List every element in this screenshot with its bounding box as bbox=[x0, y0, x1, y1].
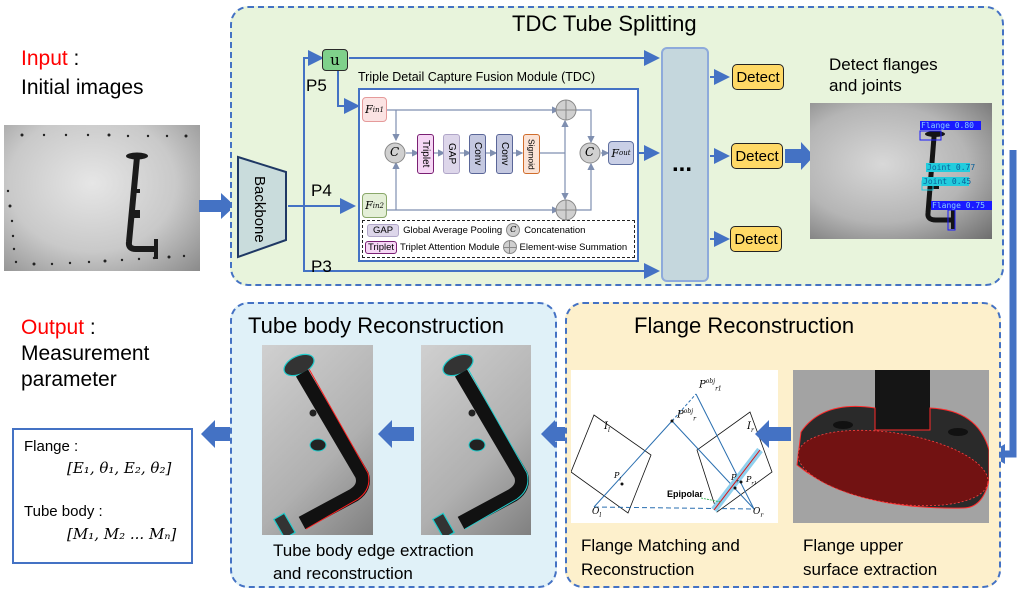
input-subtitle: Initial images bbox=[21, 76, 144, 99]
tube-edge-graphic bbox=[431, 353, 529, 535]
legend-triplet-desc: Triplet Attention Module bbox=[400, 241, 500, 253]
detect-head-1: Detect bbox=[732, 64, 784, 90]
result-box: Flange : [E₁, θ₁, E₂, θ₂] Tube body : [M… bbox=[12, 428, 193, 564]
flange-surface-image bbox=[793, 370, 989, 523]
label-pr: Pr bbox=[731, 473, 739, 485]
conv-block-2: Conv bbox=[496, 134, 513, 174]
tube-reconstruction-image bbox=[262, 345, 373, 535]
arrow-surface-to-matching bbox=[755, 420, 791, 448]
backbone-label: Backbone bbox=[251, 176, 268, 243]
output-line-2: Measurement bbox=[21, 342, 150, 365]
arrow-tube-to-output bbox=[201, 420, 237, 448]
label-or: Or bbox=[753, 507, 764, 519]
detect-head-3: Detect bbox=[730, 226, 782, 252]
gap-block: GAP bbox=[443, 134, 460, 174]
output-label: Output bbox=[21, 316, 85, 339]
neck-ellipsis: ... bbox=[672, 150, 693, 177]
result-flange-value: [E₁, θ₁, E₂, θ₂] bbox=[67, 459, 172, 477]
epipolar-geometry-graphic bbox=[570, 393, 773, 514]
upsample-label: u bbox=[330, 51, 340, 69]
label-pr1: Pr1 bbox=[746, 475, 757, 487]
output-colon: : bbox=[84, 316, 96, 339]
legend-sum-icon bbox=[502, 240, 517, 254]
tdc-legend: GAP Global Average Pooling C Concatenati… bbox=[362, 220, 635, 258]
legend-concat-key: C bbox=[506, 223, 521, 237]
detection-result-graphic bbox=[919, 121, 992, 231]
concat-circle-left bbox=[384, 142, 406, 164]
label-il: Il bbox=[604, 421, 610, 434]
flange-surface-graphic bbox=[796, 370, 989, 509]
triplet-block: Triplet bbox=[417, 134, 434, 174]
upsample-block: u bbox=[322, 49, 348, 71]
legend-sum-desc: Element-wise Summation bbox=[519, 241, 628, 253]
label-pobj1: Pobjr1 bbox=[699, 378, 722, 393]
backbone-block bbox=[237, 155, 287, 259]
concat-label-left: C bbox=[390, 145, 400, 159]
input-image bbox=[4, 125, 200, 271]
result-tube-value: [M₁, M₂ ... Mₙ] bbox=[67, 525, 177, 543]
surface-caption-1: Flange upper bbox=[803, 536, 904, 555]
tube-panel-title: Tube body Reconstruction bbox=[248, 313, 504, 338]
p4-label: P4 bbox=[311, 181, 332, 200]
matching-caption-1: Flange Matching and bbox=[581, 536, 740, 555]
tdc-module-title: Triple Detail Capture Fusion Module (TDC… bbox=[358, 70, 596, 84]
tdc-module-box bbox=[358, 88, 639, 262]
input-colon: : bbox=[67, 47, 80, 70]
tube-caption-1: Tube body edge extraction bbox=[273, 541, 474, 560]
legend-concat-desc: Concatenation bbox=[524, 224, 586, 236]
output-line-3: parameter bbox=[21, 368, 117, 391]
label-pobj: Pobjr bbox=[677, 408, 696, 423]
tube-reconstruction-graphic bbox=[272, 353, 370, 535]
concat-label-right: C bbox=[585, 145, 595, 159]
arrow-tube-step bbox=[378, 420, 414, 448]
detection-flange-2: Flange 0.75 bbox=[932, 201, 985, 210]
legend-gap-key: GAP bbox=[367, 223, 400, 237]
tube-caption-2: and reconstruction bbox=[273, 564, 413, 583]
result-flange-label: Flange : bbox=[24, 438, 79, 455]
element-wise-sum-bottom bbox=[555, 199, 577, 221]
input-heading: Input : bbox=[21, 47, 79, 71]
detection-result-image: Flange 0.80 Joint 0.77 Joint 0.45 Flange… bbox=[810, 103, 992, 239]
label-ir: Ir bbox=[747, 421, 754, 434]
label-epipolar: Epipolar bbox=[667, 489, 704, 499]
flange-panel-title: Flange Reconstruction bbox=[634, 313, 855, 338]
conv-block-1: Conv bbox=[469, 134, 486, 174]
output-heading: Output : bbox=[21, 316, 96, 340]
input-image-graphic bbox=[6, 133, 188, 266]
label-pl: Pl bbox=[614, 471, 621, 483]
detection-joint-2: Joint 0.45 bbox=[923, 177, 972, 186]
tdc-connection-lines bbox=[288, 50, 730, 279]
tdc-panel-title: TDC Tube Splitting bbox=[512, 11, 697, 36]
surface-caption-2: surface extraction bbox=[803, 560, 938, 579]
arrow-detect-to-result bbox=[785, 142, 814, 170]
result-tube-label: Tube body : bbox=[24, 503, 103, 520]
detect-head-2: Detect bbox=[731, 143, 783, 169]
detection-flange-1: Flange 0.80 bbox=[921, 121, 974, 130]
p3-label: P3 bbox=[311, 257, 332, 276]
element-wise-sum-top bbox=[555, 99, 577, 121]
flange-matching-diagram: Il Ir Pl Pr Pr1 Pobjr Pobjr1 Ol Or Epipo… bbox=[570, 370, 778, 523]
input-label: Input bbox=[21, 47, 68, 70]
tube-edge-image bbox=[421, 345, 531, 535]
detect-result-title-2: and joints bbox=[829, 76, 902, 95]
matching-caption-2: Reconstruction bbox=[581, 560, 695, 579]
legend-gap-desc: Global Average Pooling bbox=[403, 224, 503, 236]
legend-triplet-key: Triplet bbox=[365, 240, 398, 254]
detect-result-title-1: Detect flanges bbox=[829, 55, 938, 74]
p5-label: P5 bbox=[306, 76, 327, 95]
concat-circle-right bbox=[579, 142, 601, 164]
arrow-input-to-backbone bbox=[199, 193, 235, 219]
label-ol: Ol bbox=[592, 507, 602, 519]
neck-block bbox=[661, 47, 709, 282]
sigmoid-block: Sigmoid bbox=[523, 134, 540, 174]
detection-joint-1: Joint 0.77 bbox=[927, 163, 976, 172]
